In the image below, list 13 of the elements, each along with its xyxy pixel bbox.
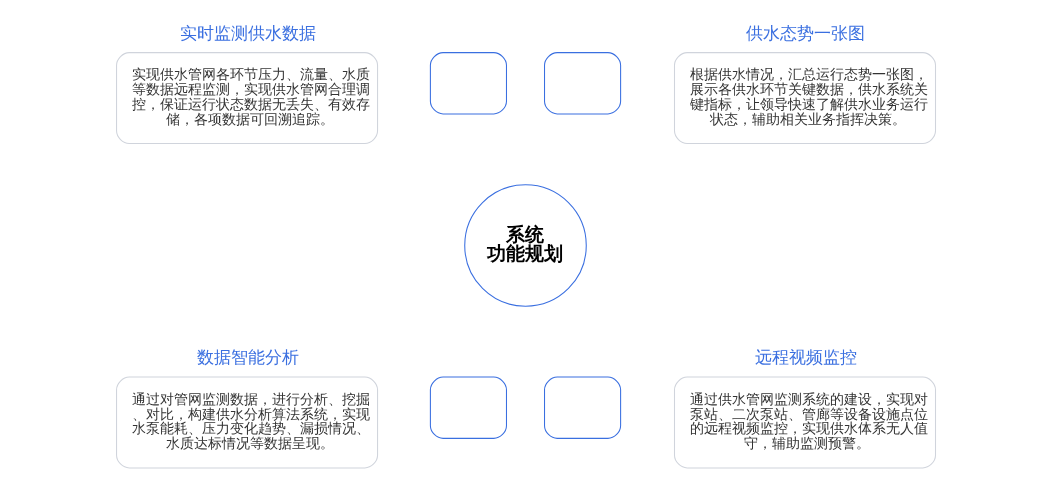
- node-box: 根据供水情况，汇总运行态势一张图，展示各供水环节关键数据，供水系统关键指标，让领导快速了解供水业务运行状态，辅助相关业务指挥决策。: [673, 52, 936, 145]
- node-label: 实时监测供水数据: [179, 22, 316, 43]
- node-circle: 系统功能规划: [463, 184, 587, 307]
- node-box: 实现供水管网各环节压力、流量、水质等数据远程监测，实现供水管网合理调控，保证运行状态数据无丢失、有效存储，各项数据可回溯追踪。: [115, 52, 378, 145]
- node-box: [543, 376, 621, 439]
- node-box: [543, 52, 621, 115]
- node-box: 通过供水管网监测系统的建设，实现对泵站、二次泵站、管廊等设备设施点位的远程视频监控，实现供水体系无人值守，辅助监测预警。: [673, 376, 936, 469]
- node-label: 数据智能分析: [196, 347, 299, 368]
- node-box: [429, 52, 507, 115]
- node-label: 远程视频监控: [754, 347, 857, 368]
- node-box: [429, 376, 507, 439]
- node-label: 供水态势一张图: [745, 22, 865, 43]
- node-box: 通过对管网监测数据，进行分析、挖掘、对比，构建供水分析算法系统，实现水泵能耗、压力变化趋势、漏损情况、水质达标情况等数据呈现。: [115, 376, 378, 469]
